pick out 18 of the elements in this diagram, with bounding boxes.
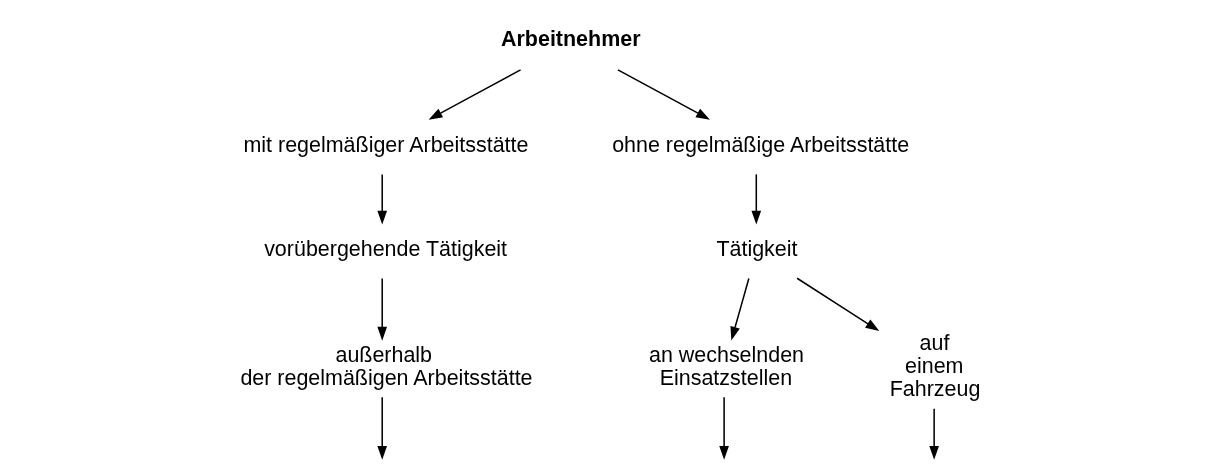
node-text: außerhalb der regelmäßigen Arbeitsstätte: [240, 342, 533, 390]
arrow: [929, 408, 939, 460]
arrow: [428, 69, 522, 120]
node-text: mit regelmäßiger Arbeitsstätte: [243, 132, 529, 157]
arrow: [751, 173, 762, 225]
node-text: Tätigkeit: [716, 237, 798, 262]
node-text: ohne regelmäßige Arbeitsstätte: [612, 132, 910, 157]
node-text: an wechselnden Einsatzstellen: [648, 342, 805, 390]
node-text: Arbeitnehmer: [501, 27, 641, 52]
node-text: auf einem Fahrzeug: [889, 331, 981, 402]
arrow: [796, 277, 880, 332]
arrow: [617, 69, 710, 120]
arrow: [730, 277, 750, 341]
node-text: vorübergehende Tätigkeit: [264, 237, 508, 262]
arrow: [719, 396, 729, 460]
arrow: [377, 277, 388, 341]
arrow: [377, 173, 388, 225]
arrow: [377, 396, 388, 460]
